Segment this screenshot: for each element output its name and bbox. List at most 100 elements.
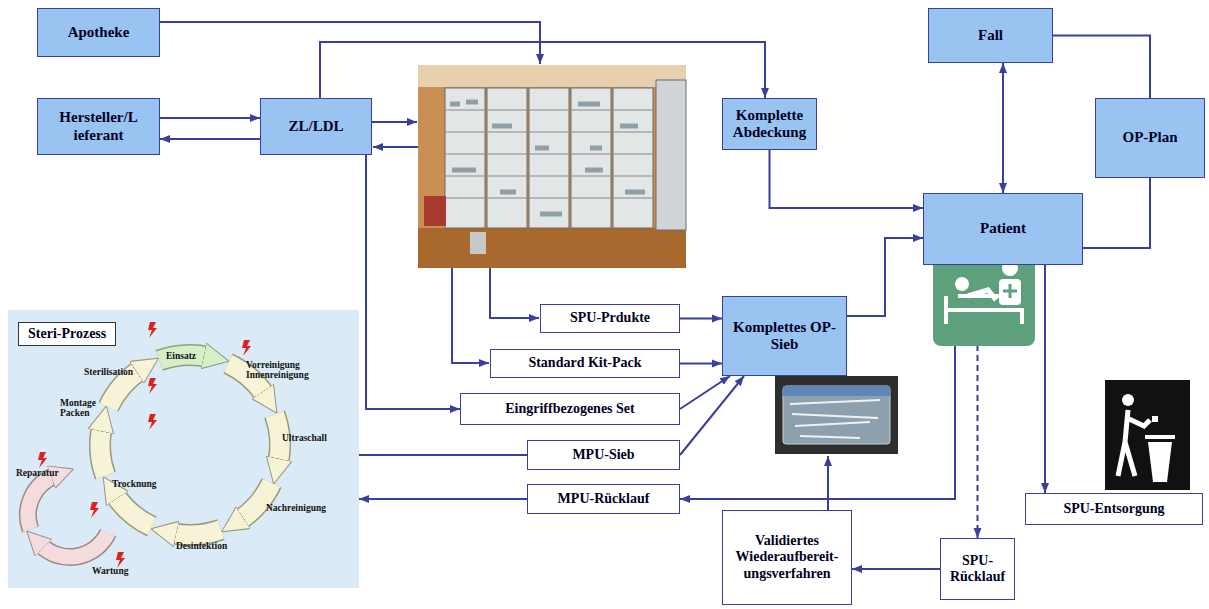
tray-photo bbox=[775, 376, 898, 454]
tray-cloth bbox=[783, 386, 890, 396]
step-label: Desinfektion bbox=[176, 541, 227, 551]
cabinet bbox=[487, 88, 527, 228]
item-box: SPU-Prdukte bbox=[540, 304, 680, 333]
step-label: Ultraschall bbox=[282, 433, 327, 443]
node-label: OP-Plan bbox=[1123, 129, 1178, 146]
tray-ground bbox=[775, 376, 898, 454]
item-box: Eingriffbezogenes Set bbox=[460, 393, 680, 425]
cabinet bbox=[529, 88, 569, 228]
item-box: SPU-Entsorgung bbox=[1025, 493, 1203, 525]
node-label: Eingriffbezogenes Set bbox=[505, 401, 634, 417]
layout-lines bbox=[160, 22, 828, 510]
process-box: Fall bbox=[928, 8, 1053, 63]
supply-line bbox=[160, 22, 540, 64]
panel-heading: Steri-Prozess bbox=[18, 322, 116, 346]
supply-line bbox=[372, 121, 417, 123]
node-label: Komplettes OP-Sieb bbox=[727, 319, 842, 354]
person-body bbox=[1118, 410, 1150, 476]
cycle-outline bbox=[28, 355, 280, 557]
lightning-marks bbox=[38, 322, 251, 568]
node-label: Fall bbox=[978, 27, 1003, 44]
connector bbox=[852, 568, 940, 570]
bin bbox=[470, 232, 486, 254]
storage-room-photo bbox=[418, 65, 686, 268]
connector bbox=[359, 454, 527, 456]
cabinet bbox=[571, 88, 611, 228]
node-label: SPU- Rücklauf bbox=[945, 553, 1010, 585]
connector bbox=[770, 150, 924, 208]
node-label: Standard Kit-Pack bbox=[528, 355, 641, 371]
node-label: ZL/LDL bbox=[288, 118, 343, 135]
process-box: ZL/LDL bbox=[260, 98, 372, 155]
connector bbox=[680, 265, 955, 499]
step-label: Reparatur bbox=[16, 468, 59, 478]
node-label: Validiertes Wiederaufbereit- ungsverfahr… bbox=[727, 533, 847, 581]
patient-head bbox=[955, 277, 969, 291]
step-label: Vorreinigung Innenreinigung bbox=[246, 360, 326, 381]
cabinet bbox=[613, 88, 653, 228]
item-box: MPU-Sieb bbox=[527, 440, 680, 470]
connector bbox=[847, 238, 923, 316]
process-box: Komplettes OP-Sieb bbox=[722, 296, 847, 376]
connector bbox=[680, 376, 744, 455]
patient-body bbox=[968, 290, 996, 300]
waste-icon bbox=[1105, 380, 1190, 490]
connector bbox=[359, 498, 527, 500]
process-box: Hersteller/L ieferant bbox=[37, 98, 160, 155]
tray bbox=[783, 386, 890, 444]
connector bbox=[1083, 178, 1150, 248]
connector bbox=[1044, 265, 1046, 493]
bin-lid bbox=[1145, 435, 1175, 439]
node-label: Apotheke bbox=[68, 24, 130, 41]
node-label: Komplette Abdeckung bbox=[727, 107, 812, 142]
supply-line bbox=[490, 268, 539, 318]
connector bbox=[160, 138, 260, 140]
process-box: OP-Plan bbox=[1095, 98, 1205, 178]
cross bbox=[1003, 284, 1017, 298]
step-label: Einsatz bbox=[166, 351, 196, 361]
supply-line bbox=[452, 268, 489, 363]
bin bbox=[1148, 442, 1172, 482]
item-box: Standard Kit-Pack bbox=[490, 349, 680, 378]
step-label: Sterilisation bbox=[84, 367, 133, 377]
shelves bbox=[445, 110, 653, 198]
step-label: Trocknung bbox=[112, 479, 157, 489]
connector bbox=[1053, 36, 1150, 99]
step-label: Montage Packen bbox=[60, 398, 106, 419]
item-box: SPU- Rücklauf bbox=[940, 538, 1015, 600]
connector bbox=[1002, 63, 1004, 193]
photo-ceiling bbox=[418, 65, 686, 87]
node-label: MPU-Sieb bbox=[572, 447, 634, 463]
item-box: MPU-Rücklauf bbox=[527, 484, 680, 514]
process-box: Komplette Abdeckung bbox=[722, 98, 817, 150]
step-label: Nachreinigung bbox=[266, 503, 326, 513]
panel-ground bbox=[8, 310, 359, 588]
litter bbox=[1152, 416, 1158, 422]
node-label: Patient bbox=[980, 220, 1026, 237]
step-label: Wartung bbox=[92, 566, 128, 576]
instruments bbox=[790, 400, 880, 438]
connector bbox=[680, 318, 722, 320]
connector bbox=[160, 117, 260, 119]
node-label: MPU-Rücklauf bbox=[558, 491, 650, 507]
stored-items bbox=[450, 102, 645, 214]
item-box: Validiertes Wiederaufbereit- ungsverfahr… bbox=[722, 510, 852, 605]
icon-ground bbox=[1105, 380, 1190, 490]
steri-panel bbox=[8, 310, 359, 588]
process-box: Apotheke bbox=[37, 8, 160, 57]
return-line bbox=[827, 456, 829, 510]
chair bbox=[424, 196, 446, 226]
connector bbox=[680, 363, 722, 365]
person-head bbox=[1122, 394, 1134, 406]
process-box: Patient bbox=[923, 193, 1083, 265]
cabinet bbox=[445, 88, 485, 228]
node-label: SPU-Prdukte bbox=[570, 310, 650, 326]
node-label: Hersteller/L ieferant bbox=[42, 109, 155, 144]
supply-line bbox=[373, 146, 418, 148]
cycle-arrows bbox=[28, 355, 280, 557]
photo-wall bbox=[418, 65, 686, 268]
doctor-body bbox=[999, 279, 1021, 305]
photo-floor bbox=[418, 228, 686, 268]
node-label: SPU-Entsorgung bbox=[1063, 501, 1164, 517]
